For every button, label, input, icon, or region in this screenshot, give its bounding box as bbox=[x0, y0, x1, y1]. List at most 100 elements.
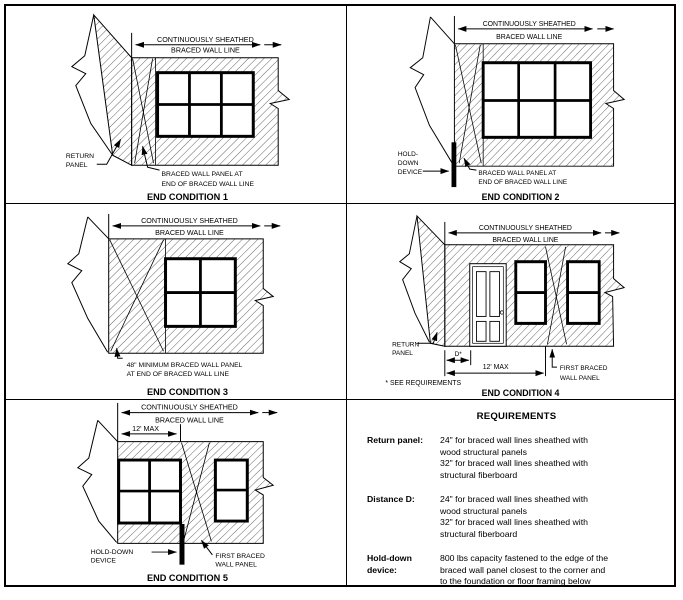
description-line: structural fiberboard bbox=[440, 528, 518, 539]
caption: END CONDITION 3 bbox=[147, 387, 228, 397]
twelve-max-label: 12' MAX bbox=[132, 426, 159, 433]
dim-label-line1: CONTINUOUSLY SHEATHED bbox=[479, 225, 572, 232]
window-two-pane-first bbox=[514, 260, 547, 325]
caption: END CONDITION 1 bbox=[147, 192, 228, 202]
description-line: structural fiberboard bbox=[440, 469, 518, 480]
dimension-extent bbox=[453, 15, 615, 44]
term-line: device: bbox=[367, 564, 397, 575]
wall-break-outline bbox=[409, 16, 455, 166]
first-braced-label-line2: WALL PANEL bbox=[560, 375, 600, 382]
wall-break-outline bbox=[76, 420, 119, 543]
requirement-return-panel: Return panel: 24" for braced wall lines … bbox=[367, 435, 666, 481]
description-line: 800 lbs capacity fastened to the edge of… bbox=[440, 553, 609, 563]
door bbox=[469, 263, 507, 347]
dim-label-line1: CONTINUOUSLY SHEATHED bbox=[483, 21, 576, 28]
requirement-distance-d: Distance D: 24" for braced wall lines sh… bbox=[367, 494, 666, 540]
first-braced-label-line1: FIRST BRACED bbox=[560, 365, 608, 372]
dim-label-line2: BRACED WALL LINE bbox=[155, 417, 224, 424]
return-panel-label-line1: RETURN bbox=[66, 153, 94, 160]
hold-down-label-line3: DEVICE bbox=[398, 169, 423, 176]
first-braced-label-line2: WALL PANEL bbox=[215, 562, 257, 569]
window-six-pane bbox=[156, 71, 255, 138]
hold-down-label-line1: HOLD- bbox=[398, 151, 418, 158]
braced-panel-leader-arrow bbox=[141, 145, 160, 171]
panel-end-condition-4: CONTINUOUSLY SHEATHED BRACED WALL LINE R… bbox=[347, 204, 674, 400]
requirement-description: 24" for braced wall lines sheathed with … bbox=[440, 435, 666, 481]
twelve-max-dimension bbox=[121, 424, 181, 442]
requirements-title: REQUIREMENTS bbox=[476, 411, 557, 422]
hold-down-device-bar bbox=[451, 142, 457, 188]
return-panel-label-line2: PANEL bbox=[66, 162, 88, 169]
wall-break-outline bbox=[70, 14, 114, 156]
term-line: Hold-down bbox=[367, 553, 412, 563]
hold-down-label-line2: DEVICE bbox=[91, 558, 117, 565]
twelve-max-label: 12' MAX bbox=[483, 364, 509, 371]
description-line: 24" for braced wall lines sheathed with bbox=[440, 435, 588, 445]
dim-label-line2: BRACED WALL LINE bbox=[171, 47, 240, 55]
braced-panel-label-line2: END OF BRACED WALL LINE bbox=[162, 181, 255, 188]
first-braced-label-line1: FIRST BRACED bbox=[215, 553, 265, 560]
requirement-term: Hold-down device: bbox=[367, 553, 440, 585]
braced-panel-label-line1: BRACED WALL PANEL AT bbox=[478, 170, 556, 177]
dim-label-line1: CONTINUOUSLY SHEATHED bbox=[157, 36, 254, 44]
min-panel-label-line2: AT END OF BRACED WALL LINE bbox=[127, 371, 230, 378]
return-panel-shape bbox=[416, 214, 446, 347]
dim-label-line1: CONTINUOUSLY SHEATHED bbox=[141, 405, 238, 412]
twelve-max-dimension bbox=[446, 346, 546, 377]
first-braced-leader-arrow bbox=[201, 540, 213, 556]
panel-end-condition-5: CONTINUOUSLY SHEATHED BRACED WALL LINE 1… bbox=[6, 400, 347, 585]
braced-panel-label-line1: BRACED WALL PANEL AT bbox=[162, 171, 243, 178]
end-condition-5-diagram: CONTINUOUSLY SHEATHED BRACED WALL LINE 1… bbox=[76, 402, 278, 583]
dim-label-line1: CONTINUOUSLY SHEATHED bbox=[141, 217, 238, 225]
hold-down-device-bar bbox=[179, 523, 185, 565]
requirement-description: 800 lbs capacity fastened to the edge of… bbox=[440, 553, 666, 585]
first-braced-leader-arrow bbox=[549, 348, 558, 368]
return-panel-label-line1: RETURN bbox=[392, 341, 419, 348]
requirement-term: Distance D: bbox=[367, 494, 415, 504]
panel-end-condition-3: CONTINUOUSLY SHEATHED BRACED WALL LINE 4… bbox=[6, 204, 347, 400]
panel-requirements: REQUIREMENTS Return panel: 24" for brace… bbox=[347, 400, 674, 585]
description-line: wood structural panels bbox=[440, 446, 527, 457]
window-four-pane bbox=[164, 257, 237, 328]
description-line: braced wall panel closest to the corner … bbox=[440, 564, 606, 575]
min-panel-label-line1: 48" MINIMUM BRACED WALL PANEL bbox=[127, 362, 243, 369]
requirement-description: 24" for braced wall lines sheathed with … bbox=[440, 494, 666, 540]
x-brace bbox=[132, 57, 156, 166]
hold-down-label-line2: DOWN bbox=[398, 160, 419, 167]
x-brace bbox=[545, 246, 567, 345]
description-line: 32" for braced wall lines sheathed with bbox=[440, 458, 588, 468]
hold-down-label-line1: HOLD-DOWN bbox=[91, 549, 134, 556]
caption: END CONDITION 2 bbox=[482, 192, 560, 202]
dimension-extent bbox=[108, 213, 281, 239]
wall-break-outline bbox=[398, 215, 430, 343]
description-line: wood structural panels bbox=[440, 505, 527, 516]
window-two-pane bbox=[213, 458, 249, 523]
panel-end-condition-1: CONTINUOUSLY SHEATHED BRACED WALL LINE R… bbox=[6, 6, 347, 204]
requirement-term: Return panel: bbox=[367, 435, 423, 445]
caption: END CONDITION 5 bbox=[147, 573, 228, 583]
return-panel-label-line2: PANEL bbox=[392, 350, 413, 357]
distance-d-dimension bbox=[444, 350, 472, 377]
figure-grid: CONTINUOUSLY SHEATHED BRACED WALL LINE R… bbox=[6, 6, 674, 585]
description-line: to the foundation or floor framing below bbox=[440, 576, 591, 585]
window-four-pane bbox=[117, 458, 182, 525]
x-brace bbox=[181, 442, 212, 542]
see-requirements-note: * SEE REQUIREMENTS bbox=[385, 380, 461, 387]
dim-label-line2: BRACED WALL LINE bbox=[496, 34, 562, 41]
requirement-hold-down-device: Hold-down device: 800 lbs capacity faste… bbox=[367, 553, 666, 585]
wall-break-outline bbox=[66, 216, 110, 353]
door-knob bbox=[499, 310, 504, 315]
dimension-extent bbox=[131, 32, 282, 58]
panel-end-condition-2: CONTINUOUSLY SHEATHED BRACED WALL LINE H… bbox=[347, 6, 674, 204]
end-condition-1-diagram: CONTINUOUSLY SHEATHED BRACED WALL LINE R… bbox=[66, 13, 291, 202]
return-panel-leader-arrow bbox=[96, 138, 122, 165]
return-panel-shape bbox=[93, 13, 133, 167]
dim-label-line2: BRACED WALL LINE bbox=[492, 237, 558, 244]
end-condition-3-diagram: CONTINUOUSLY SHEATHED BRACED WALL LINE 4… bbox=[66, 213, 281, 397]
window-six-pane bbox=[481, 61, 593, 139]
end-condition-4-diagram: CONTINUOUSLY SHEATHED BRACED WALL LINE R… bbox=[385, 214, 626, 398]
dimension-extent bbox=[444, 221, 620, 245]
description-line: 24" for braced wall lines sheathed with bbox=[440, 494, 588, 504]
dimension-extent bbox=[117, 402, 278, 442]
